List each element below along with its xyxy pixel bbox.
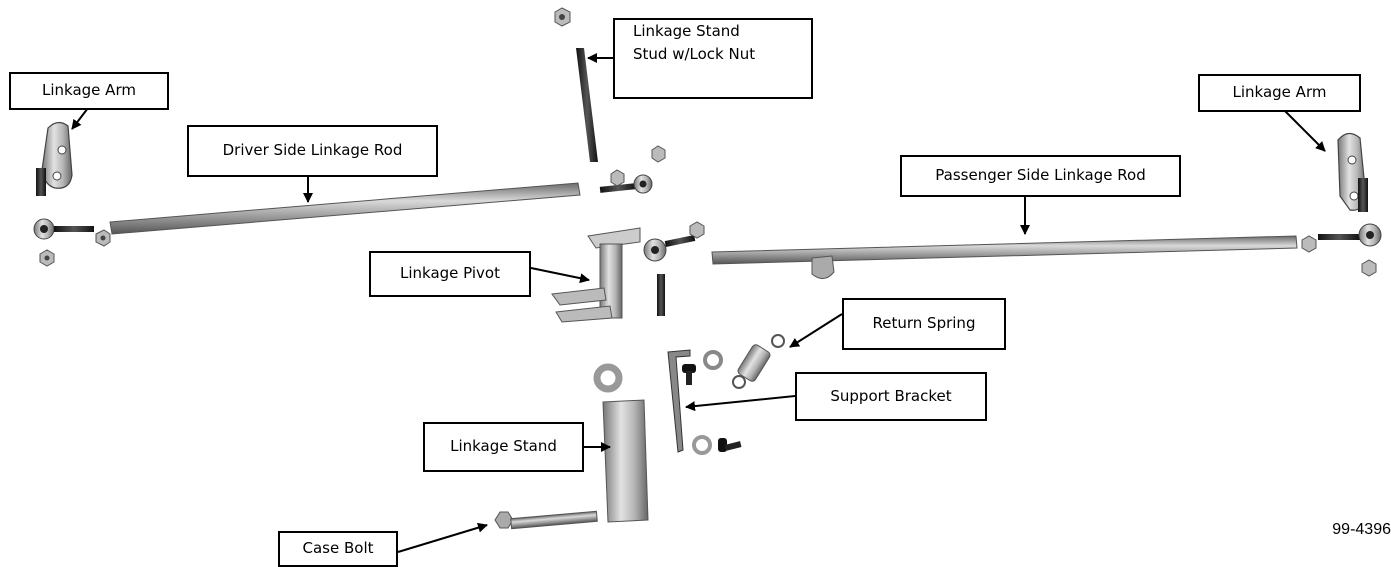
arrow-return-spring bbox=[789, 313, 843, 348]
arrow-case-bolt bbox=[397, 522, 488, 553]
hardware-part bbox=[593, 350, 742, 455]
arrow-linkage-pivot bbox=[530, 267, 590, 284]
support-bracket-part bbox=[667, 349, 691, 453]
arrow-support-bracket bbox=[685, 395, 796, 412]
return-spring-part bbox=[732, 334, 785, 389]
label-return-spring: Return Spring bbox=[842, 298, 1006, 350]
label-case-bolt: Case Bolt bbox=[278, 531, 398, 567]
linkage-pivot-part bbox=[551, 227, 641, 323]
label-driver-side-linkage-rod: Driver Side Linkage Rod bbox=[187, 125, 438, 177]
left-linkage-arm-part bbox=[36, 121, 73, 196]
label-linkage-stand-stud: Linkage Stand Stud w/Lock Nut bbox=[613, 18, 813, 99]
right-rod-end-part bbox=[1301, 223, 1382, 277]
right-linkage-arm-part bbox=[1337, 132, 1368, 212]
stand-stud-part bbox=[554, 7, 598, 162]
arrow-linkage-arm-left bbox=[71, 107, 89, 130]
label-linkage-arm-left: Linkage Arm bbox=[9, 72, 169, 110]
callout-arrows bbox=[71, 53, 1326, 553]
label-linkage-stand-stud-line1: Linkage Stand bbox=[633, 22, 740, 40]
arrow-linkage-arm-right bbox=[1284, 110, 1326, 152]
label-support-bracket: Support Bracket bbox=[795, 372, 987, 421]
linkage-stand-part bbox=[602, 399, 649, 523]
label-passenger-side-linkage-rod: Passenger Side Linkage Rod bbox=[900, 155, 1181, 197]
passenger-rod-end-part bbox=[643, 221, 705, 316]
driver-side-rod-part bbox=[109, 182, 581, 235]
label-linkage-arm-right: Linkage Arm bbox=[1198, 74, 1361, 112]
passenger-side-rod-part bbox=[711, 235, 1298, 279]
center-rod-end-part bbox=[599, 145, 666, 194]
label-linkage-stand: Linkage Stand bbox=[423, 422, 584, 472]
left-rod-end-part bbox=[33, 218, 111, 267]
part-number: 99-4396 bbox=[1332, 521, 1391, 538]
label-linkage-stand-stud-line2: Stud w/Lock Nut bbox=[633, 45, 756, 64]
label-linkage-pivot: Linkage Pivot bbox=[369, 251, 531, 297]
case-bolt-part bbox=[494, 510, 598, 530]
